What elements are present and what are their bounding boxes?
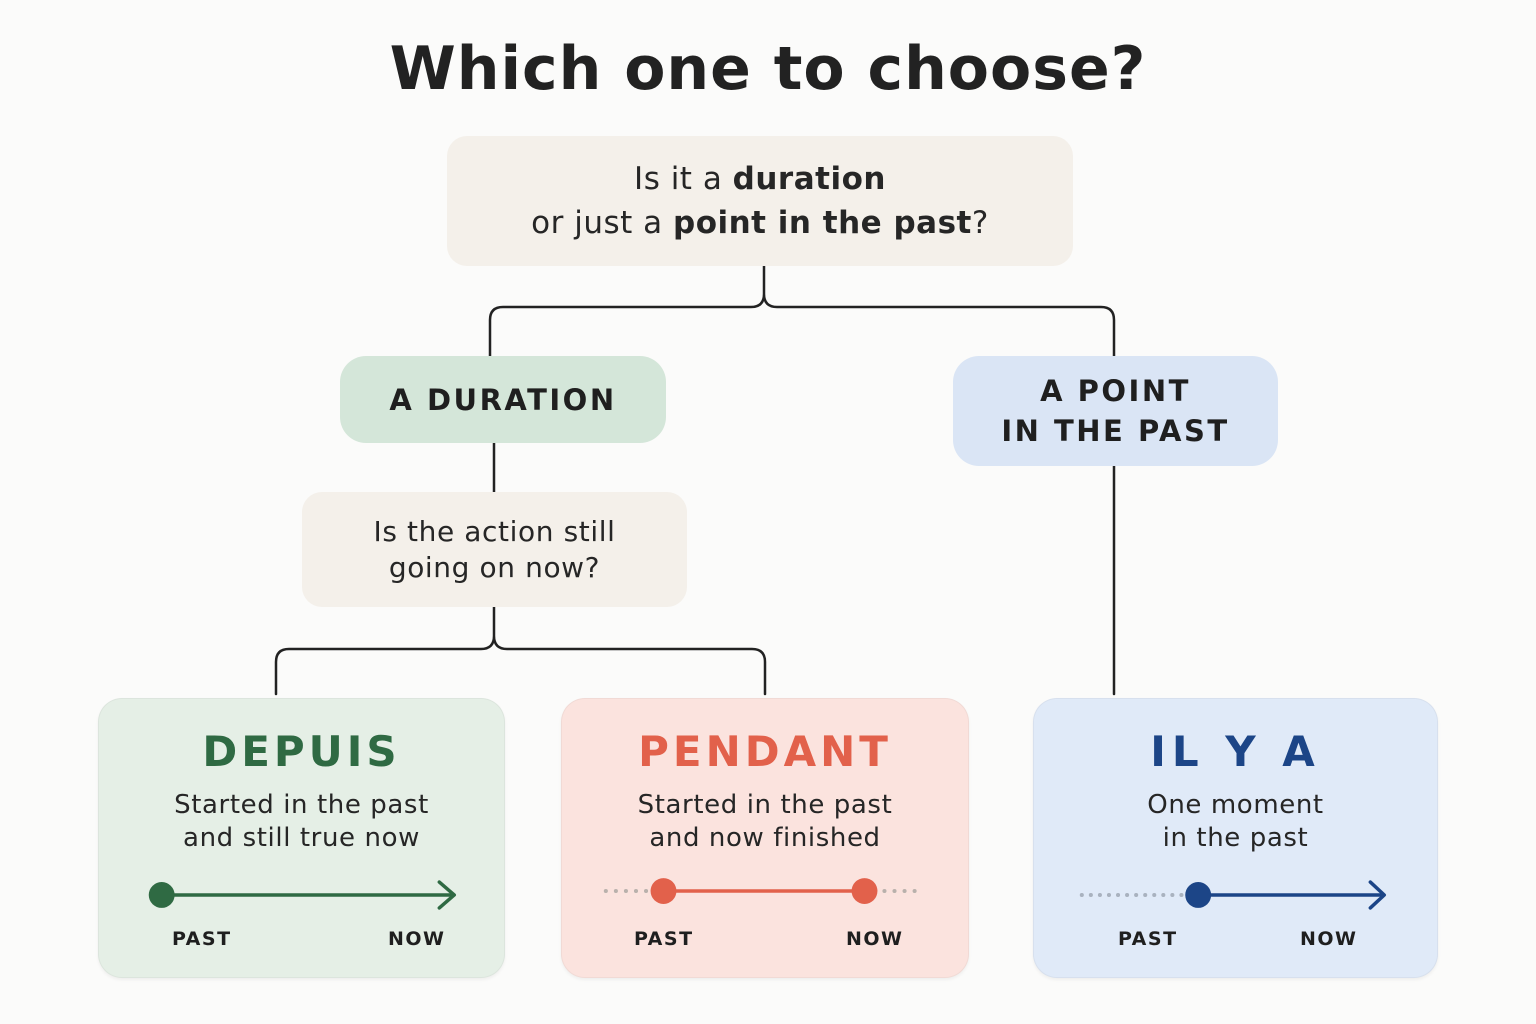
depuis-past-label: PAST [172,928,232,950]
point-branch-label-line2: IN THE PAST [1001,414,1230,448]
il-y-a-now-label: NOW [1300,928,1358,950]
il-y-a-card: IL Y A One moment in the past PAST NOW [1033,698,1438,978]
duration-branch-label: A DURATION [389,382,617,417]
pendant-description: Started in the past and now finished [562,789,968,855]
depuis-title: DEPUIS [202,727,401,776]
connector-subquestion-to-cards [274,605,767,696]
root-question-line2: or just a point in the past? [531,201,989,245]
connector-root-to-branches [488,264,1116,358]
il-y-a-description-line1: One moment [1147,790,1324,820]
pendant-title: PENDANT [638,727,892,776]
il-y-a-description-line2: in the past [1162,823,1309,853]
depuis-timeline [148,880,456,910]
root-question-line1: Is it a duration [634,157,886,201]
root-question-duration-emphasis: duration [732,161,886,197]
page-title: Which one to choose? [389,34,1147,104]
pendant-end-dot [851,878,878,904]
duration-branch-pill: A DURATION [340,356,666,443]
depuis-now-label: NOW [388,928,446,950]
pendant-description-line1: Started in the past [637,790,893,820]
root-question-point-emphasis: point in the past [673,205,972,241]
il-y-a-arrow-head-icon [1368,880,1387,910]
point-branch-label-line1: A POINT [1040,374,1191,408]
root-question-mark: ? [971,205,989,241]
pendant-start-dot [650,878,677,904]
pendant-timeline [603,878,925,904]
pendant-past-label: PAST [634,928,694,950]
pendant-description-line2: and now finished [649,823,881,853]
depuis-card: DEPUIS Started in the past and still tru… [98,698,505,978]
il-y-a-title: IL Y A [1150,727,1321,776]
root-question-line1-text: Is it a [634,161,733,197]
il-y-a-moment-dot [1185,882,1212,908]
depuis-description: Started in the past and still true now [99,789,504,855]
point-in-past-branch-pill: A POINT IN THE PAST [953,356,1278,466]
pendant-now-label: NOW [846,928,904,950]
depuis-arrow-head-icon [437,880,456,910]
sub-question-line1: Is the action still [373,514,616,548]
sub-question-box: Is the action still going on now? [302,492,687,607]
il-y-a-past-label: PAST [1118,928,1178,950]
root-question-box: Is it a duration or just a point in the … [447,136,1073,266]
depuis-start-dot [148,882,175,908]
il-y-a-description: One moment in the past [1034,789,1437,855]
depuis-description-line1: Started in the past [174,790,429,820]
pendant-card: PENDANT Started in the past and now fini… [561,698,969,978]
depuis-description-line2: and still true now [183,823,420,853]
sub-question-line2: going on now? [388,550,601,584]
il-y-a-timeline [1079,880,1387,910]
root-question-line2-text: or just a [531,205,673,241]
